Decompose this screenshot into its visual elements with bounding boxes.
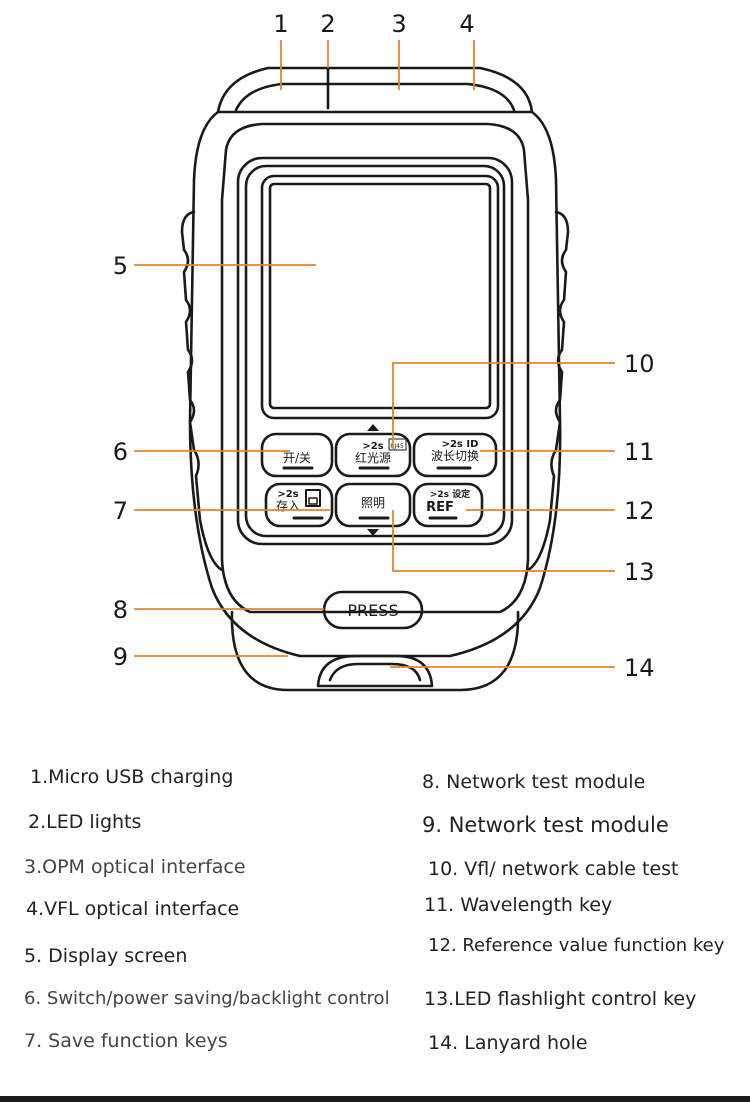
rj45-tag-box: [388, 438, 407, 451]
press-button[interactable]: [322, 590, 424, 630]
bottom-rule: [0, 1096, 750, 1102]
ref-key-hint: >2s 设定: [430, 488, 471, 500]
red-light-key-label: 红光源: [355, 450, 391, 465]
callout-1: 1: [273, 10, 288, 38]
device-top-cap: [216, 66, 534, 114]
light-key[interactable]: [334, 482, 412, 528]
callout-14: 14: [624, 654, 655, 682]
power-key[interactable]: [260, 432, 334, 478]
wavelength-key-hint: >2s ID: [442, 439, 479, 450]
floppy-icon-label: [308, 497, 318, 505]
callout-11: 11: [624, 438, 655, 466]
display-screen-glass: [268, 182, 492, 410]
red-light-key[interactable]: [334, 432, 412, 478]
save-key-hint: >2s: [277, 489, 298, 500]
up-arrow-icon: [367, 424, 379, 431]
callout-5: 5: [113, 252, 128, 280]
left-grip: [180, 210, 224, 572]
wavelength-key[interactable]: [412, 432, 498, 478]
callout-4: 4: [459, 10, 474, 38]
callout-2: 2: [320, 10, 335, 38]
callout-8: 8: [113, 596, 128, 624]
face-frame-inner: [244, 164, 506, 538]
lanyard-hole: [316, 654, 434, 688]
device-body: [188, 110, 562, 658]
leader-13: [392, 510, 615, 572]
lanyard-hole-inner: [328, 662, 422, 682]
callout-3: 3: [391, 10, 406, 38]
callout-13: 13: [624, 558, 655, 586]
power-key-label: 开/关: [283, 451, 311, 465]
ref-key-label: REF: [426, 500, 454, 515]
device-body-inner: [220, 122, 530, 614]
light-key-label: 照明: [361, 496, 385, 510]
wavelength-key-label: 波长切换: [431, 449, 479, 463]
press-button-label: PRESS: [347, 601, 398, 620]
floppy-icon: [305, 489, 321, 507]
red-light-key-tag: RJ45: [390, 443, 404, 450]
face-frame: [236, 156, 514, 546]
device-top-cap-inner: [234, 82, 516, 112]
leader-10: [392, 362, 615, 450]
right-grip: [526, 210, 570, 572]
down-arrow-icon: [367, 529, 379, 536]
callout-10: 10: [624, 350, 655, 378]
callout-6: 6: [113, 438, 128, 466]
red-light-key-hint: >2s: [362, 441, 383, 452]
display-screen: [260, 174, 500, 420]
save-key[interactable]: [264, 482, 334, 528]
ref-key[interactable]: [412, 482, 484, 528]
callout-12: 12: [624, 497, 655, 525]
callout-7: 7: [113, 497, 128, 525]
device-bottom-cap: [230, 610, 520, 692]
callout-9: 9: [113, 643, 128, 671]
